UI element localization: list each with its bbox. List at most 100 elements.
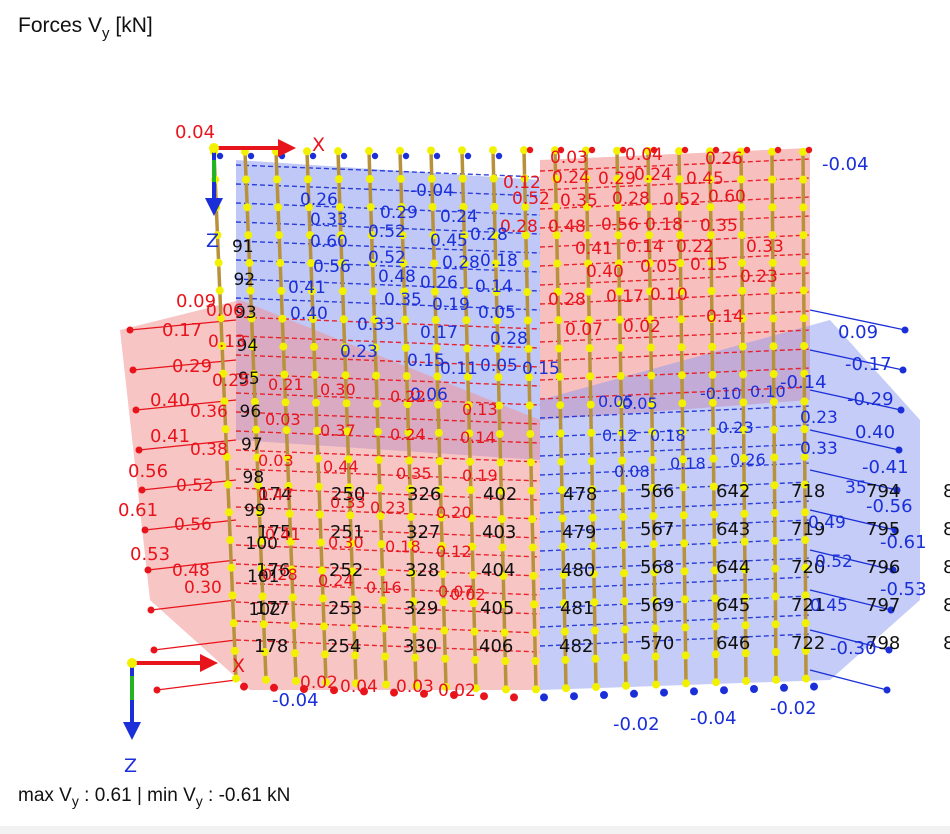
member-node [558,514,567,523]
member-node [438,541,447,550]
member-node [707,314,716,323]
member-node [739,454,748,463]
member-node [408,569,417,578]
member-node [768,258,777,267]
member-node [740,509,749,518]
member-node [497,486,506,495]
member-node [769,397,778,406]
member-node [376,512,385,521]
member-number: 570 [640,633,674,654]
member-number: 566 [640,481,674,502]
member-node [289,621,298,630]
member-node [560,599,569,608]
member-line [646,150,658,685]
member-node [220,397,229,406]
member-node [379,596,388,605]
support-node [510,693,518,702]
member-line [553,150,568,689]
diagram-value-label: 0.28 [442,253,480,273]
edge-node [774,146,782,154]
edge-value-label: 0.49 [808,513,846,533]
member-node [710,566,719,575]
member-node [651,624,660,633]
support-node [540,693,548,702]
diagram-ordinate-line [539,500,811,514]
member-node [222,452,231,461]
member-node [523,316,532,325]
member-node [768,175,777,184]
member-node [737,231,746,240]
diagram-ordinate-line [539,576,811,590]
member-node [466,486,475,495]
member-node [257,564,266,573]
member-node [770,453,779,462]
diagram-value-label: 0.28 [262,565,298,584]
diagram-value-label: 0.18 [480,251,518,271]
diagram-value-label: 0.30 [328,533,364,552]
member-node [319,594,327,603]
diagram-outline-line [809,389,902,411]
member-number: 251 [330,522,364,543]
member-node [246,286,255,295]
diagram-outline-line [156,679,237,691]
diagram-end-node [150,646,158,654]
diagram-value-label: 0.30 [320,380,356,399]
edge-value-label: -0.04 [822,154,869,175]
member-node [801,619,810,628]
diagram-outline-line [809,469,898,491]
diagram-outline-line [809,309,906,331]
bottom-value-label: -0.04 [272,690,319,711]
member-node [708,342,717,351]
edge-node [371,152,379,160]
member-node [710,510,719,519]
member-node [680,567,689,576]
member-node [406,512,415,521]
diagram-value-label: 0.17 [420,323,458,343]
member-node [429,231,438,240]
diagram-value-label: 0.44 [323,457,359,476]
diagram-value-label: 0.28 [500,217,538,237]
member-node [551,146,559,155]
member-node [256,536,265,545]
member-node [374,455,383,464]
member-node [428,202,437,211]
member-node [350,623,359,632]
member-node [530,600,539,609]
diagram-value-label: 0.07 [438,582,474,601]
diagram-value-label: 0.33 [330,493,366,512]
member-line [398,150,418,686]
member-node [560,627,569,636]
member-number: 478 [563,484,597,505]
member-number: 871 [943,519,950,540]
member-node [365,146,373,155]
member-node [583,231,592,240]
member-node [314,454,322,463]
member-node [706,147,714,156]
member-node [677,343,686,352]
edge-value-label: 35 [845,478,867,498]
diagram-value-label: 0.15 [407,351,445,371]
member-node [709,454,718,463]
diagram-value-label: 0.28 [470,225,508,245]
diagram-outline-line [141,479,237,491]
member-node [589,570,598,579]
z-arrowhead-icon [205,198,223,216]
diagram-ordinate-line [539,158,811,172]
diagram-value-label: 0.18 [385,537,421,556]
diagram-value-label: 0.56 [313,257,351,277]
edge-node [805,146,813,154]
member-node [739,426,748,435]
member-node [496,458,505,467]
member-node [492,288,501,297]
diagram-outline-line [809,349,904,371]
diagram-end-node [153,686,161,694]
support-node [300,685,308,693]
bottom-value-label: -0.04 [690,708,737,729]
member-node [771,592,780,601]
diagram-outline-line [135,399,237,411]
member-node [493,316,502,325]
edge-value-label: 0.30 [184,578,222,598]
member-node [397,203,406,212]
member-node [402,372,411,381]
